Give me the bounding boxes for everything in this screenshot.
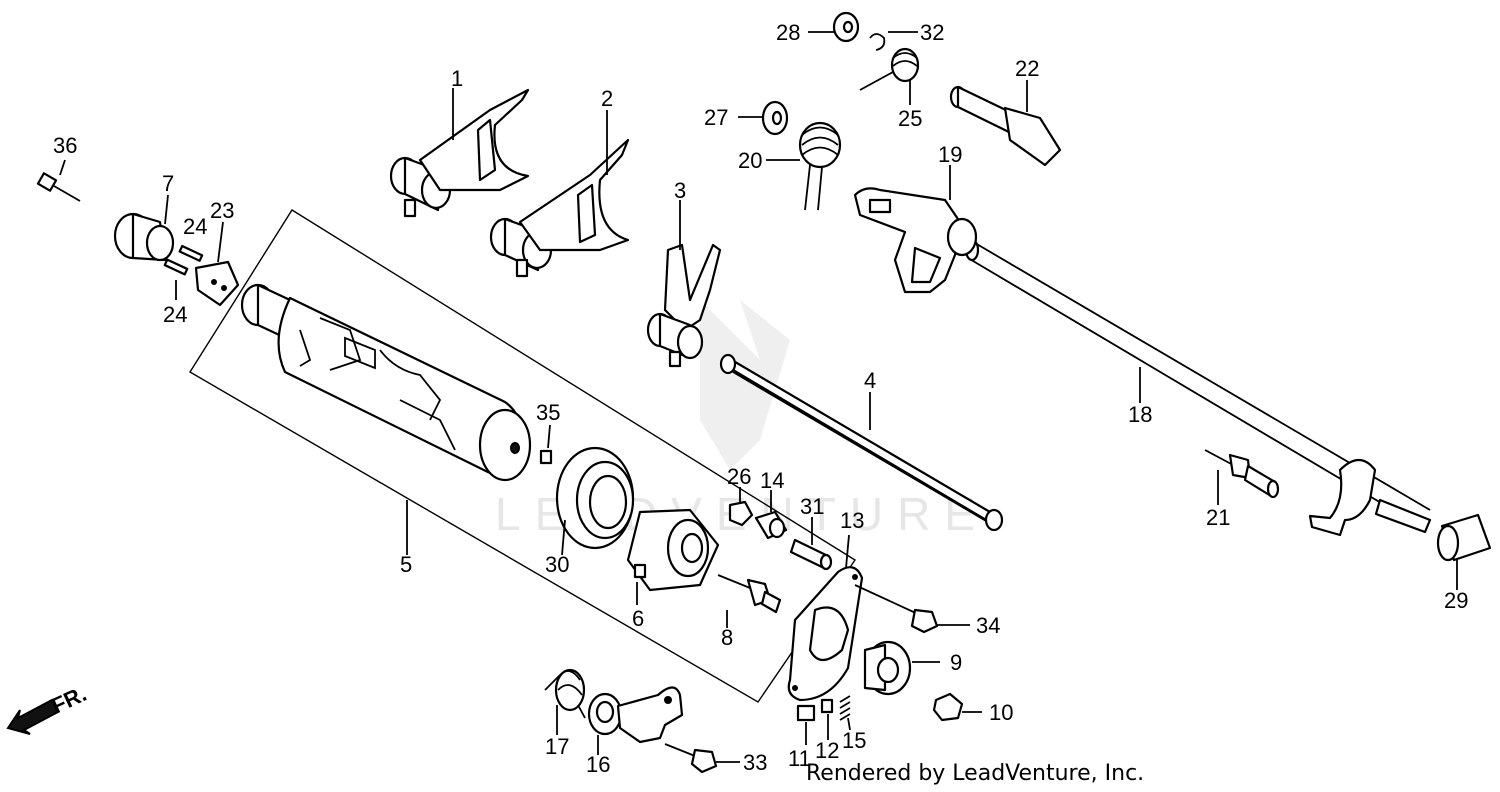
label-part-6: 6 [632, 606, 644, 631]
front-arrow-icon [6, 698, 60, 735]
label-part-26: 26 [727, 464, 751, 489]
label-part-15: 15 [842, 728, 866, 753]
part-26-nut [728, 500, 754, 527]
label-part-34: 34 [976, 613, 1000, 638]
label-part-3: 3 [674, 178, 686, 203]
part-8-stud-bolt [717, 574, 782, 614]
label-part-32: 32 [920, 20, 944, 45]
part-labels: 1 2 3 4 5 6 7 8 9 10 11 12 13 14 15 16 1… [53, 20, 1468, 777]
label-part-24-lower: 24 [163, 302, 187, 327]
label-part-5: 5 [400, 552, 412, 577]
front-direction-marker: FR. [6, 681, 90, 735]
label-part-22: 22 [1015, 56, 1039, 81]
part-6-drum-cam [626, 508, 720, 592]
part-4-fork-shaft [719, 353, 1004, 532]
label-part-14: 14 [760, 468, 784, 493]
label-part-21: 21 [1206, 505, 1230, 530]
part-18-shift-spindle [964, 238, 1432, 537]
label-part-25: 25 [898, 106, 922, 131]
label-part-35: 35 [536, 400, 560, 425]
part-11-roller [796, 704, 816, 722]
part-16-shift-arm [587, 686, 684, 744]
label-part-20: 20 [738, 148, 762, 173]
label-part-19: 19 [938, 142, 962, 167]
part-28-washer [832, 11, 860, 43]
part-35-pin [539, 449, 553, 465]
part-1-shift-fork [389, 88, 530, 218]
part-32-circlip [869, 33, 886, 51]
label-part-31: 31 [800, 494, 824, 519]
label-part-28: 28 [776, 20, 800, 45]
label-part-1: 1 [451, 66, 463, 91]
label-part-4: 4 [864, 368, 876, 393]
part-14-collar [754, 510, 788, 540]
label-part-24-upper: 24 [183, 214, 207, 239]
part-17-spring [544, 668, 586, 719]
part-30-bearing [555, 446, 635, 550]
label-part-17: 17 [545, 734, 569, 759]
drum-assembly-frame [189, 209, 856, 703]
part-15-spring [839, 695, 851, 721]
label-part-7: 7 [162, 171, 174, 196]
render-credit: Rendered by LeadVenture, Inc. [806, 761, 1144, 786]
part-24-pin-lower [163, 258, 189, 276]
part-5-shift-drum [240, 283, 532, 482]
part-19-shift-plate [853, 187, 978, 294]
part-10-nut [932, 692, 964, 722]
part-36-bolt [36, 172, 81, 202]
label-part-9: 9 [950, 650, 962, 675]
part-9-stopper-arm [863, 640, 912, 696]
label-part-8: 8 [721, 625, 733, 650]
label-part-30: 30 [545, 552, 569, 577]
part-33-bolt [664, 743, 718, 774]
part-7-drum-center [113, 212, 175, 262]
label-part-36: 36 [53, 133, 77, 158]
label-part-18: 18 [1128, 402, 1152, 427]
watermark-logo-icon [700, 300, 790, 470]
label-part-23: 23 [210, 198, 234, 223]
label-part-29: 29 [1444, 588, 1468, 613]
part-2-shift-fork [489, 138, 630, 278]
part-12-pin [820, 698, 834, 714]
part-3-shift-fork [646, 243, 722, 368]
part-13-plate [787, 566, 864, 702]
part-27-washer [761, 100, 789, 136]
label-part-12: 12 [815, 738, 839, 763]
label-part-10: 10 [989, 700, 1013, 725]
part-31-dowel [789, 538, 833, 571]
label-part-2: 2 [601, 86, 613, 111]
part-24-pin-upper [178, 244, 204, 262]
label-part-16: 16 [586, 752, 610, 777]
part-22-shaft [949, 85, 1062, 167]
label-part-11: 11 [788, 746, 811, 771]
part-29-needle-bearing [1436, 513, 1492, 562]
part-25-spring [859, 47, 920, 91]
part-23-plate [194, 260, 240, 307]
label-part-33: 33 [743, 750, 767, 775]
part-20-spring [798, 121, 842, 211]
part-21-stud [1204, 449, 1280, 499]
label-part-13: 13 [840, 508, 864, 533]
part-34-bolt [854, 584, 939, 634]
label-part-27: 27 [704, 105, 728, 130]
